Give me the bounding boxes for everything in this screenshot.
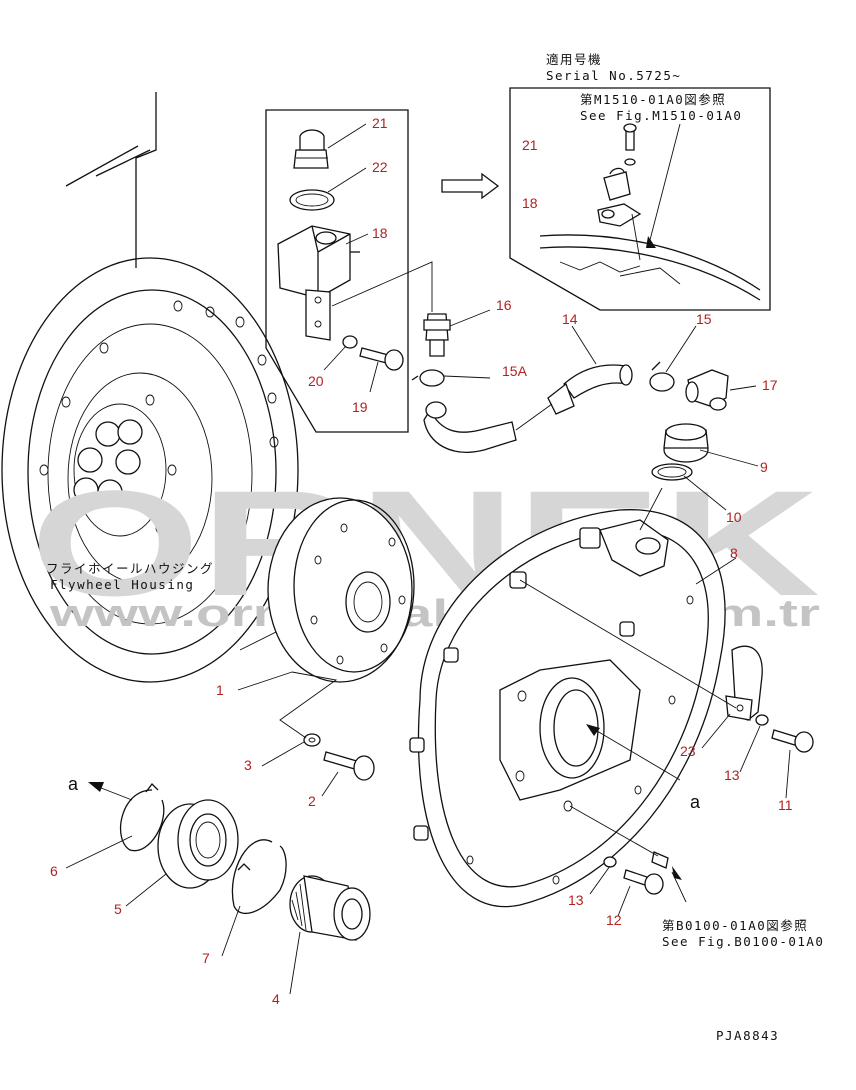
adapter-plate	[267, 497, 415, 683]
sensor-21	[293, 129, 329, 169]
callout-2: 2	[308, 793, 316, 809]
housing-bolt-holes	[39, 300, 279, 534]
callout-17: 17	[762, 377, 778, 393]
callout-1: 1	[216, 682, 224, 698]
callout-23: 23	[680, 743, 696, 759]
o-ring-22	[289, 189, 335, 211]
callout-13b: 13	[568, 892, 584, 908]
sensor-21b	[603, 167, 631, 201]
washer-3	[303, 733, 321, 747]
elbow-17	[685, 369, 729, 411]
callout-13a: 13	[724, 767, 740, 783]
callout-3: 3	[244, 757, 252, 773]
pump-housing	[409, 509, 726, 908]
spline-hub-4	[289, 875, 371, 941]
notes: 適用号機 Serial No.5725~ 第M1510-01A0図参照 See …	[46, 52, 824, 1043]
callout-14: 14	[562, 311, 578, 327]
block-18b	[597, 203, 642, 227]
see-bottom-jp: 第B0100-01A0図参照	[662, 918, 808, 933]
bolt-12	[623, 869, 664, 895]
engine-block-outline	[65, 92, 157, 268]
callout-7: 7	[202, 950, 210, 966]
figure-code: PJA8843	[716, 1028, 779, 1043]
callout-12: 12	[606, 912, 622, 928]
pump-bolt-tabs	[409, 527, 635, 841]
snap-ring-6	[119, 783, 165, 852]
callout-15a: 15A	[502, 363, 528, 379]
clamp-15a	[411, 369, 445, 387]
snap-ring-7	[231, 839, 287, 915]
callout-8: 8	[730, 545, 738, 561]
see-top-jp: 第M1510-01A0図参照	[580, 92, 726, 107]
see-bottom-en: See Fig.B0100-01A0	[662, 934, 824, 949]
callouts: 1 2 3 4 5 6 7 8 9 10 11 12 13 13 14 15 1…	[50, 115, 793, 1007]
plug-9	[663, 423, 709, 463]
bolt-19	[359, 347, 404, 371]
callout-10: 10	[726, 509, 742, 525]
flywheel-housing	[1, 257, 301, 683]
callout-16: 16	[496, 297, 512, 313]
clamp-15	[649, 361, 675, 392]
pointer-a-left: a	[68, 774, 79, 794]
callout-22: 22	[372, 159, 388, 175]
callout-20: 20	[308, 373, 324, 389]
detail-box-sensor	[265, 109, 433, 433]
callout-21b: 21	[522, 137, 538, 153]
callout-21a: 21	[372, 115, 388, 131]
see-top-en: See Fig.M1510-01A0	[580, 108, 742, 123]
block-18	[277, 225, 360, 341]
leader-hose-to-port	[639, 487, 663, 531]
callout-6: 6	[50, 863, 58, 879]
bolt-2	[323, 751, 375, 781]
washer-20	[342, 335, 358, 349]
arrow-to-detail	[441, 172, 500, 200]
callout-19: 19	[352, 399, 368, 415]
serial-note-en: Serial No.5725~	[546, 68, 681, 83]
housing-hub-bolts	[73, 419, 143, 505]
bracket-23	[519, 579, 763, 721]
callout-5: 5	[114, 901, 122, 917]
plug-b0100	[569, 805, 687, 903]
serial-note-jp: 適用号機	[546, 52, 602, 67]
housing-label-en: Flywheel Housing	[50, 577, 194, 592]
fitting-16	[423, 313, 451, 357]
washer-13b	[603, 856, 617, 868]
bearing-5	[157, 799, 239, 889]
callout-9: 9	[760, 459, 768, 475]
callout-15: 15	[696, 311, 712, 327]
detail-box-serial	[509, 87, 771, 311]
callout-4: 4	[272, 991, 280, 1007]
washer-13a	[755, 714, 769, 726]
callout-18a: 18	[372, 225, 388, 241]
bolt-11	[771, 729, 814, 753]
pointer-a-right: a	[690, 792, 701, 812]
housing-label-jp: フライホイールハウジング	[46, 561, 214, 576]
callout-18b: 18	[522, 195, 538, 211]
leader-lines	[65, 123, 791, 995]
o-ring-10	[651, 463, 693, 481]
callout-11: 11	[778, 797, 793, 813]
hose-14	[423, 364, 633, 453]
